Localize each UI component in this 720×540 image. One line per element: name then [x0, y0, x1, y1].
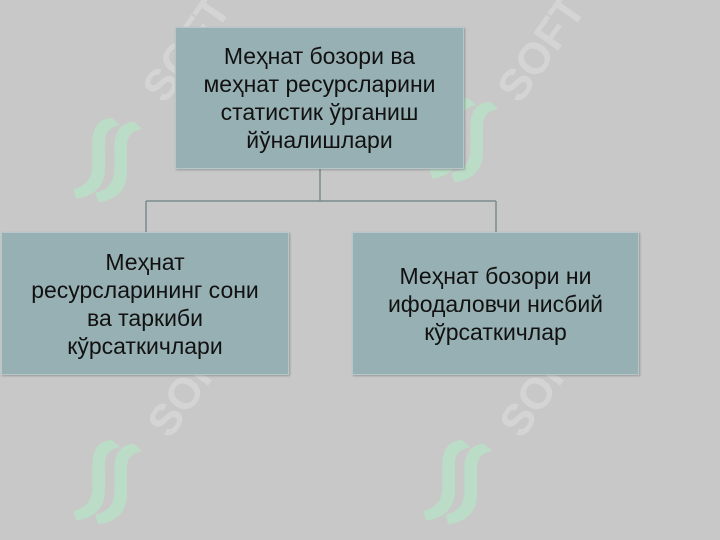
- child-node-left: Меҳнат ресурсларининг сони ва таркиби кў…: [1, 232, 289, 375]
- child-node-left-label: Меҳнат ресурсларининг сони ва таркиби кў…: [31, 248, 259, 359]
- top-node-label: Меҳнат бозори ва меҳнат ресурсларини ста…: [203, 43, 436, 153]
- child-node-right-label: Меҳнат бозори ни ифодаловчи нисбий кўрса…: [387, 262, 604, 345]
- top-node: Меҳнат бозори ва меҳнат ресурсларини ста…: [175, 27, 464, 169]
- child-node-right: Меҳнат бозори ни ифодаловчи нисбий кўрса…: [352, 232, 639, 375]
